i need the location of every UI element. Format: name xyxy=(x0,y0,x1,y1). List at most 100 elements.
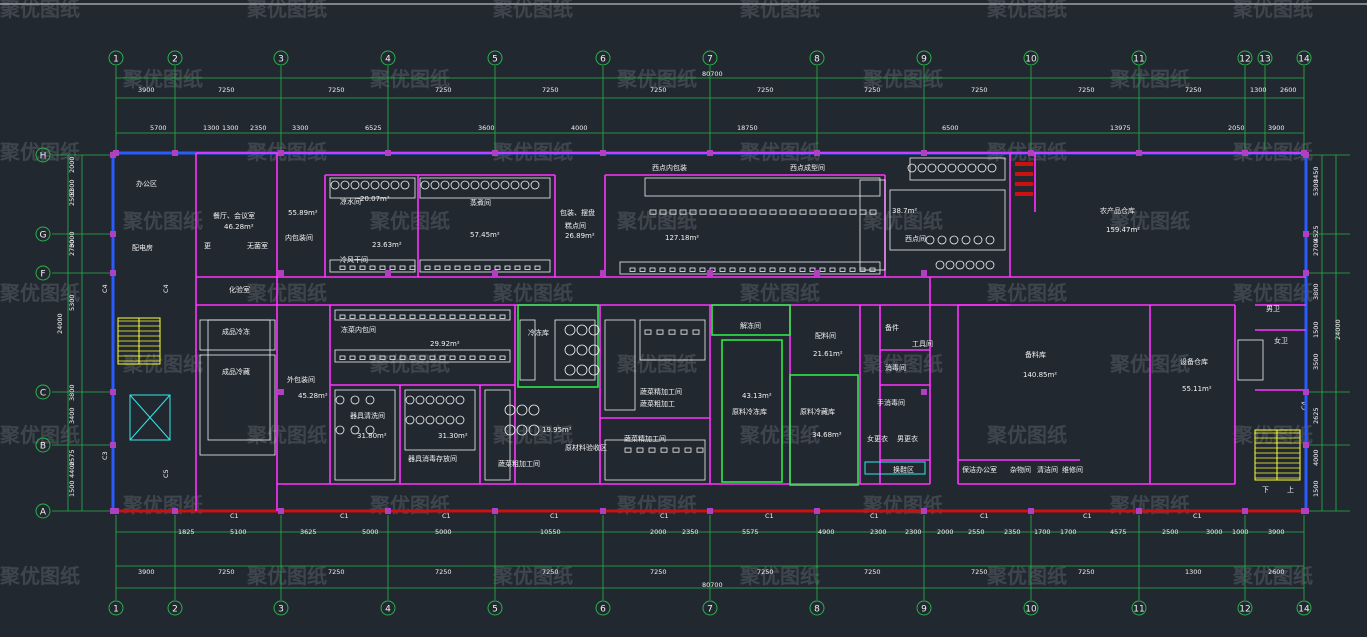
column-marker xyxy=(278,270,284,276)
equipment-icon xyxy=(648,447,656,453)
svg-text:11: 11 xyxy=(1133,605,1144,615)
equipment-icon xyxy=(489,314,496,319)
equipment-icon xyxy=(985,235,995,245)
column-label: C1 xyxy=(550,512,559,520)
dim-right: 1500 xyxy=(1312,480,1320,497)
room-label-hand-wash: 手消毒间 xyxy=(877,398,905,407)
watermark-text: 聚优图纸 xyxy=(1232,0,1313,21)
equipment-icon xyxy=(987,163,997,173)
equipment-icon xyxy=(469,314,476,319)
dim-top-row1: 7250 xyxy=(1078,86,1095,94)
equipment-icon xyxy=(659,267,666,272)
watermark-text: 聚优图纸 xyxy=(369,67,450,91)
column-label: C1 xyxy=(765,512,774,520)
equipment-icon xyxy=(349,265,356,270)
room-label-finished-cold: 成品冷藏 xyxy=(222,367,250,376)
room-label-cake-shape: 西点成型间 xyxy=(790,163,825,172)
svg-text:4: 4 xyxy=(385,55,391,65)
column-marker xyxy=(707,150,713,156)
equipment-icon xyxy=(945,260,955,270)
cold-room-walls xyxy=(517,304,859,486)
room-label-equip-store: 设备仓库 xyxy=(1180,357,1208,366)
equipment-icon xyxy=(925,235,935,245)
equipment-icon xyxy=(350,395,360,405)
room-label-cold-dry: 冷风干间 xyxy=(340,255,368,264)
column-marker xyxy=(1242,150,1248,156)
axis-bubble-bottom: 11 xyxy=(1131,600,1147,616)
axis-bubble-top: 14 xyxy=(1296,50,1312,66)
equipment-icon xyxy=(449,355,456,360)
equipment-icon xyxy=(504,424,516,436)
dim-top-row1: 7250 xyxy=(864,86,881,94)
equipment-icon xyxy=(339,265,346,270)
room-label-equip-area: 55.11m² xyxy=(1182,385,1212,393)
equipment-icon xyxy=(369,314,376,319)
column-marker xyxy=(1303,152,1309,158)
equipment-icon xyxy=(588,364,600,376)
dim-top-row2: 6525 xyxy=(365,124,382,132)
watermark-text: 聚优图纸 xyxy=(616,67,697,91)
equipment-icon xyxy=(679,209,687,215)
equipment-icon xyxy=(696,447,704,453)
dim-left: 2700 xyxy=(68,239,76,256)
equipment-icon xyxy=(420,180,430,190)
equipment-icon xyxy=(379,355,386,360)
equipment-icon xyxy=(430,180,440,190)
equipment-icon xyxy=(719,267,726,272)
dim-right: 4000 xyxy=(1312,449,1320,466)
equipment-icon xyxy=(409,314,416,319)
room-label-veg-pre: 蔬菜粗加工 xyxy=(640,399,675,408)
room-label-inner-pack: 内包装间 xyxy=(285,233,313,242)
watermark-text: 聚优图纸 xyxy=(122,67,203,91)
equipment-icon xyxy=(425,415,435,425)
dim-bottom-row2: 7250 xyxy=(650,568,667,576)
column-marker xyxy=(1028,150,1034,156)
axis-bubble-top: 12 xyxy=(1237,50,1253,66)
dim-top-row2: 18750 xyxy=(737,124,758,132)
room-label-storage-small2: 工具间 xyxy=(912,340,933,348)
total-dimension-bottom: 80700 xyxy=(702,581,723,589)
equipment-icon xyxy=(955,260,965,270)
dim-bottom-row1: 1700 xyxy=(1034,528,1051,536)
equipment-icon xyxy=(399,314,406,319)
equipment-icon xyxy=(380,180,390,190)
column-marker xyxy=(600,508,606,514)
equipment-icon xyxy=(379,314,386,319)
axis-bubble-top: 1 xyxy=(108,50,124,66)
dim-left: 24000 xyxy=(56,313,64,334)
dim-right: 1500 xyxy=(1312,321,1320,338)
column-marker xyxy=(600,150,606,156)
column-marker xyxy=(172,508,178,514)
dim-left: 4400 xyxy=(68,461,76,478)
room-label-toilet: 无菌室 xyxy=(247,241,268,250)
equipment-icon xyxy=(425,395,435,405)
column-marker xyxy=(921,508,927,514)
axis-bubble-left: H xyxy=(35,147,51,163)
column-marker xyxy=(921,150,927,156)
equipment-icon xyxy=(369,265,376,270)
dim-top-row2: 13975 xyxy=(1110,124,1131,132)
column-marker xyxy=(1028,508,1034,514)
column-label: C1 xyxy=(230,512,239,520)
room-label-cake-room: 糕点间 xyxy=(565,221,586,230)
dim-right: 3450 xyxy=(1312,166,1320,183)
dim-bottom-row2: 7250 xyxy=(218,568,235,576)
equipment-icon xyxy=(789,209,797,215)
dim-right: 5300 xyxy=(1312,179,1320,196)
room-label-area-1995: 19.95m² xyxy=(542,426,572,434)
column-marker xyxy=(110,442,116,448)
watermark-layer: 聚优图纸聚优图纸聚优图纸聚优图纸聚优图纸聚优图纸聚优图纸聚优图纸聚优图纸聚优图纸… xyxy=(0,0,1313,588)
dim-top-row1: 1300 xyxy=(1250,86,1267,94)
dim-top-row1: 7250 xyxy=(542,86,559,94)
equipment-icon xyxy=(699,209,707,215)
equipment-icon xyxy=(455,395,465,405)
equipment-icon xyxy=(499,355,506,360)
equipment-icon xyxy=(409,265,416,270)
equipment-icon xyxy=(359,314,366,319)
svg-text:5: 5 xyxy=(492,55,498,65)
equipment-icon xyxy=(520,180,530,190)
room-label-area-3130: 31.30m² xyxy=(438,432,468,440)
room-label-tool-wash-area: 31.80m² xyxy=(357,432,387,440)
equipment-icon xyxy=(588,344,600,356)
column-marker xyxy=(278,508,284,514)
